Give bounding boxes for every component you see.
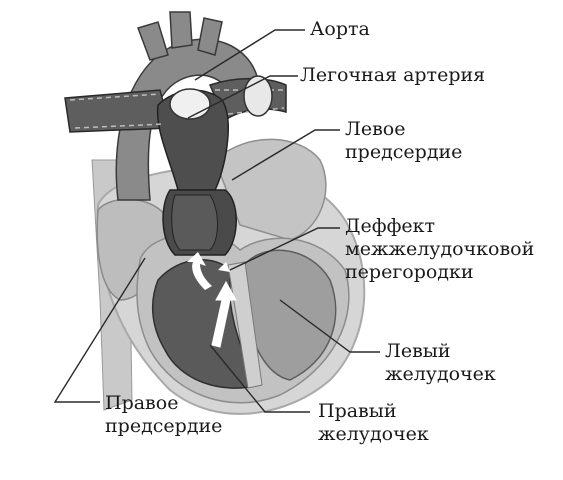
- aortic-ring: [169, 88, 211, 120]
- label-aorta: Аорта: [310, 18, 370, 41]
- label-left-ventricle-line2: желудочек: [385, 363, 496, 385]
- label-septal-defect-line2: межжелудочковой: [345, 238, 535, 260]
- left-ventricle-chamber: [239, 249, 337, 381]
- pulmonary-dash: [69, 89, 285, 129]
- label-left-atrium: Левое предсердие: [345, 118, 462, 164]
- label-septal-defect: Деффект межжелудочковой перегородки: [345, 215, 534, 284]
- septum: [227, 261, 263, 389]
- label-right-ventricle: Правый желудочек: [318, 400, 429, 446]
- label-left-ventricle-line1: Левый: [385, 340, 451, 362]
- leader-pulmonary: [187, 75, 298, 119]
- label-right-ventricle-line1: Правый: [318, 400, 397, 422]
- left-atrium-region: [214, 138, 327, 241]
- label-septal-defect-line1: Деффект: [345, 215, 436, 237]
- leader-right-ventricle: [209, 344, 310, 413]
- label-right-atrium-line2: предсердие: [105, 415, 223, 437]
- label-pulmonary-artery: Легочная артерия: [300, 64, 485, 87]
- label-pulmonary-artery-text: Легочная артерия: [300, 64, 486, 86]
- aorta-branch-1: [137, 21, 169, 61]
- label-left-atrium-line1: Левое: [345, 118, 406, 140]
- leader-right-atrium: [53, 257, 146, 403]
- label-aorta-text: Аорта: [310, 18, 370, 40]
- leader-lines: [53, 29, 380, 413]
- flow-arrow-curved: [187, 252, 212, 290]
- valve-region: [171, 194, 218, 251]
- label-left-atrium-line2: предсердие: [345, 141, 463, 163]
- leader-left-ventricle: [279, 299, 380, 353]
- leader-left-atrium: [231, 129, 340, 181]
- label-right-atrium: Правое предсердие: [105, 392, 222, 438]
- label-right-atrium-line1: Правое: [105, 392, 179, 414]
- leader-septal-defect: [229, 227, 340, 271]
- flow-arrow-right: [218, 262, 230, 272]
- leader-aorta: [194, 29, 305, 81]
- aorta-branch-2: [169, 11, 193, 49]
- aorta-branch-3: [197, 17, 223, 56]
- label-right-ventricle-line2: желудочек: [318, 423, 429, 445]
- label-septal-defect-line3: перегородки: [345, 261, 474, 283]
- label-left-ventricle: Левый желудочек: [385, 340, 496, 386]
- flow-arrow-up: [211, 280, 237, 348]
